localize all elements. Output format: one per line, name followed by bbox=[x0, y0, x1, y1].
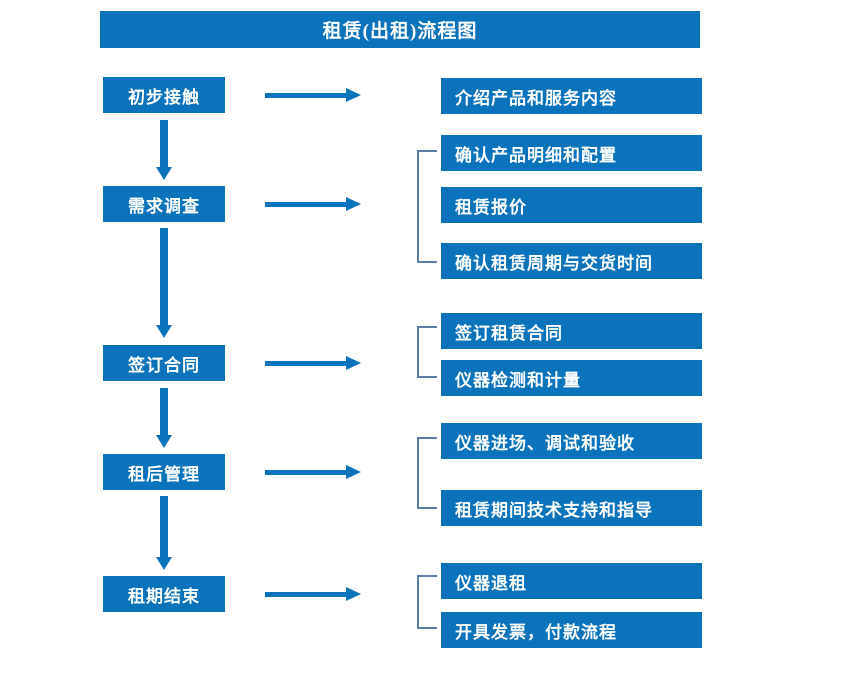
vertical-arrow-4-to-5 bbox=[156, 496, 172, 570]
arrow-shaft bbox=[265, 202, 347, 207]
diagram-title: 租赁(出租)流程图 bbox=[100, 11, 700, 48]
detail-box-5[interactable]: 签订租赁合同 bbox=[441, 313, 702, 349]
group-bracket-2 bbox=[417, 150, 437, 263]
vertical-arrow-1-to-2 bbox=[156, 120, 172, 180]
arrow-shaft bbox=[160, 228, 168, 325]
group-bracket-4 bbox=[417, 437, 437, 509]
detail-box-2[interactable]: 确认产品明细和配置 bbox=[441, 135, 702, 171]
stage-box-1[interactable]: 初步接触 bbox=[103, 77, 225, 113]
stage-box-5[interactable]: 租期结束 bbox=[103, 576, 225, 612]
horizontal-arrow-5 bbox=[265, 587, 361, 601]
arrow-head-right-icon bbox=[346, 465, 361, 479]
arrow-head-down-icon bbox=[156, 435, 172, 448]
detail-box-7[interactable]: 仪器进场、调试和验收 bbox=[441, 423, 702, 459]
group-bracket-3 bbox=[417, 326, 437, 378]
stage-box-3[interactable]: 签订合同 bbox=[103, 345, 225, 381]
arrow-shaft bbox=[160, 120, 168, 167]
vertical-arrow-3-to-4 bbox=[156, 388, 172, 448]
arrow-head-down-icon bbox=[156, 325, 172, 338]
detail-box-3[interactable]: 租赁报价 bbox=[441, 187, 702, 223]
arrow-head-right-icon bbox=[346, 587, 361, 601]
arrow-shaft bbox=[160, 388, 168, 435]
arrow-shaft bbox=[265, 592, 347, 597]
detail-box-8[interactable]: 租赁期间技术支持和指导 bbox=[441, 490, 702, 526]
horizontal-arrow-3 bbox=[265, 356, 361, 370]
detail-box-10[interactable]: 开具发票，付款流程 bbox=[441, 612, 702, 648]
horizontal-arrow-1 bbox=[265, 88, 361, 102]
arrow-shaft bbox=[265, 93, 347, 98]
arrow-shaft bbox=[265, 470, 347, 475]
detail-box-9[interactable]: 仪器退租 bbox=[441, 563, 702, 599]
arrow-head-right-icon bbox=[346, 356, 361, 370]
detail-box-1[interactable]: 介绍产品和服务内容 bbox=[441, 78, 702, 114]
group-bracket-5 bbox=[417, 575, 437, 629]
detail-box-4[interactable]: 确认租赁周期与交货时间 bbox=[441, 243, 702, 279]
horizontal-arrow-2 bbox=[265, 197, 361, 211]
stage-box-4[interactable]: 租后管理 bbox=[103, 454, 225, 490]
arrow-shaft bbox=[265, 361, 347, 366]
arrow-head-right-icon bbox=[346, 88, 361, 102]
detail-box-6[interactable]: 仪器检测和计量 bbox=[441, 360, 702, 396]
arrow-head-right-icon bbox=[346, 197, 361, 211]
arrow-head-down-icon bbox=[156, 167, 172, 180]
arrow-shaft bbox=[160, 496, 168, 557]
arrow-head-down-icon bbox=[156, 557, 172, 570]
vertical-arrow-2-to-3 bbox=[156, 228, 172, 338]
horizontal-arrow-4 bbox=[265, 465, 361, 479]
stage-box-2[interactable]: 需求调查 bbox=[103, 186, 225, 222]
